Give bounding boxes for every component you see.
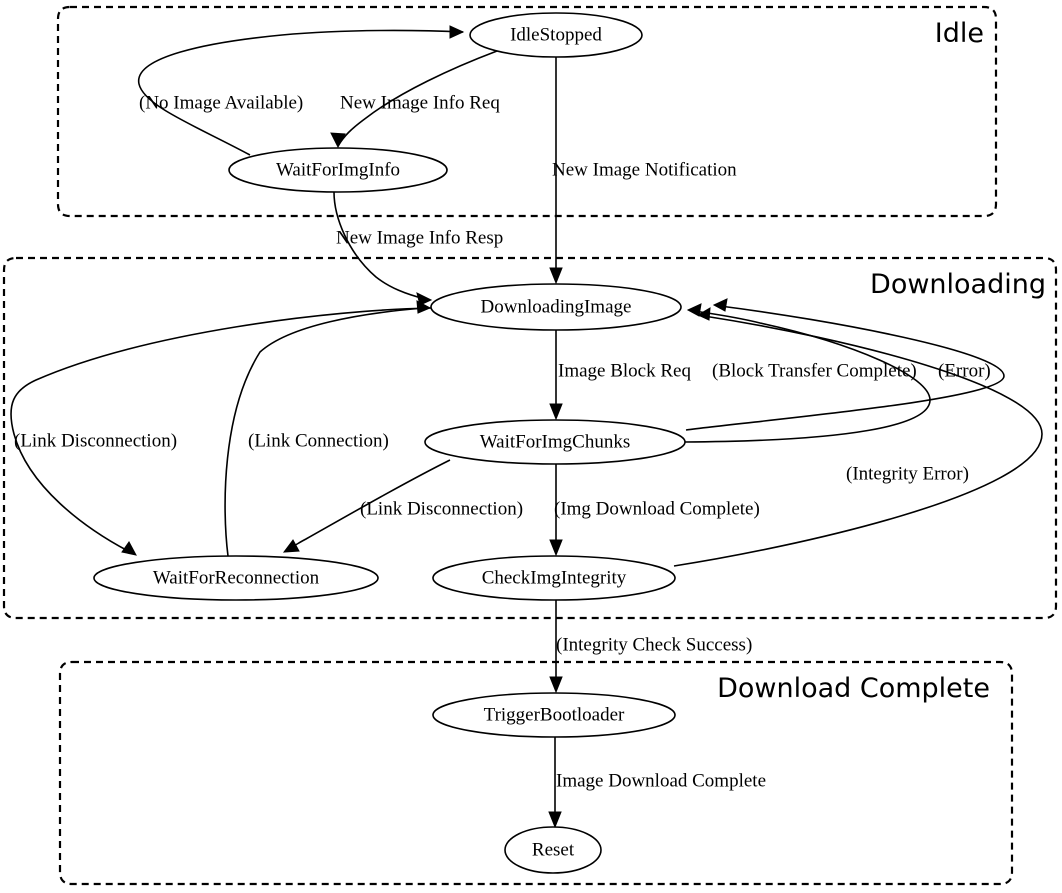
- node-checkimgintegrity-label: CheckImgIntegrity: [482, 567, 627, 588]
- node-waitforimgchunks-label: WaitForImgChunks: [480, 431, 630, 452]
- edge-block-transfer-complete-arrowhead: [686, 303, 702, 317]
- edge-link-connection-path: [224, 307, 425, 557]
- edge-error: (Error): [685, 298, 1005, 431]
- edge-image-block-req-label: Image Block Req: [558, 360, 691, 381]
- edge-img-download-complete-label: (Img Download Complete): [554, 498, 760, 519]
- node-waitforreconnection-ellipse[interactable]: [93, 555, 379, 601]
- edge-new-image-info-resp: New Image Info Resp: [333, 191, 503, 306]
- edge-img-download-complete: (Img Download Complete): [549, 464, 760, 557]
- cluster-download-complete-border: [58, 660, 1014, 886]
- node-checkimgintegrity-ellipse[interactable]: [432, 555, 676, 601]
- node-triggerbootloader-ellipse[interactable]: [432, 692, 676, 738]
- node-waitforimginfo[interactable]: WaitForImgInfo: [228, 147, 448, 193]
- edge-new-image-info-req-path: [337, 50, 498, 147]
- node-waitforimgchunks[interactable]: WaitForImgChunks: [424, 419, 686, 465]
- edge-block-transfer-complete: (Block Transfer Complete): [683, 303, 931, 443]
- edge-link-disconnection-downloading: (Link Disconnection): [10, 307, 432, 556]
- edge-new-image-notification: New Image Notification: [549, 57, 737, 285]
- edge-no-image-available: (No Image Available): [138, 25, 465, 156]
- cluster-idle: Idle: [56, 5, 998, 218]
- cluster-download-complete: Download Complete: [58, 660, 1014, 886]
- node-idlestopped-ellipse[interactable]: [469, 12, 643, 58]
- edge-new-image-info-req-arrowhead: [330, 132, 346, 149]
- edge-image-download-complete-arrowhead: [548, 811, 562, 829]
- edge-image-block-req-arrowhead: [549, 403, 563, 421]
- cluster-downloading-border: [2, 256, 1058, 620]
- node-waitforimginfo-ellipse[interactable]: [228, 147, 448, 193]
- edge-error-arrowhead: [712, 298, 728, 312]
- edge-img-download-complete-arrowhead: [549, 539, 563, 557]
- cluster-download-complete-label: Download Complete: [717, 673, 990, 704]
- edge-link-connection: (Link Connection): [224, 300, 432, 557]
- edge-no-image-available-label: (No Image Available): [139, 92, 303, 113]
- edge-integrity-error-label: (Integrity Error): [846, 463, 969, 484]
- edge-link-disconnection-downloading-label: (Link Disconnection): [14, 430, 177, 451]
- cluster-idle-label: Idle: [935, 18, 984, 49]
- edge-integrity-error: (Integrity Error): [673, 307, 1043, 567]
- edge-block-transfer-complete-path: [683, 310, 931, 443]
- node-checkimgintegrity[interactable]: CheckImgIntegrity: [432, 555, 676, 601]
- edge-link-connection-label: (Link Connection): [248, 430, 389, 451]
- edge-error-path: [685, 305, 1005, 431]
- edge-integrity-check-success-label: (Integrity Check Success): [556, 634, 752, 655]
- node-triggerbootloader[interactable]: TriggerBootloader: [432, 692, 676, 738]
- edge-no-image-available-path: [138, 29, 464, 156]
- edge-integrity-error-arrowhead: [696, 307, 711, 321]
- node-reset-label: Reset: [532, 839, 575, 860]
- edge-new-image-info-resp-path: [333, 191, 426, 300]
- node-reset[interactable]: Reset: [504, 826, 602, 874]
- node-idlestopped[interactable]: IdleStopped: [469, 12, 643, 58]
- edge-link-connection-arrowhead: [416, 300, 432, 314]
- edge-new-image-info-resp-label: New Image Info Resp: [336, 227, 503, 248]
- edge-image-download-complete: Image Download Complete: [548, 737, 766, 829]
- edge-image-download-complete-label: Image Download Complete: [556, 770, 766, 791]
- edge-new-image-info-req: New Image Info Req: [330, 50, 500, 149]
- node-waitforimgchunks-ellipse[interactable]: [424, 419, 686, 465]
- node-downloadingimage-label: DownloadingImage: [481, 296, 632, 317]
- node-reset-ellipse[interactable]: [504, 826, 602, 874]
- node-triggerbootloader-label: TriggerBootloader: [484, 704, 625, 725]
- edge-link-disconnection-chunks-label: (Link Disconnection): [360, 498, 523, 519]
- edge-new-image-info-resp-arrowhead: [416, 292, 433, 306]
- node-waitforimginfo-label: WaitForImgInfo: [276, 159, 400, 180]
- edge-new-image-notification-arrowhead: [549, 267, 563, 285]
- edge-link-disconnection-downloading-path: [10, 307, 432, 553]
- cluster-downloading-label: Downloading: [870, 269, 1046, 300]
- edge-no-image-available-arrowhead: [449, 25, 465, 39]
- edge-link-disconnection-chunks-path: [289, 459, 451, 549]
- node-waitforreconnection[interactable]: WaitForReconnection: [93, 555, 379, 601]
- edge-new-image-info-req-label: New Image Info Req: [340, 92, 500, 113]
- edge-integrity-error-path: [673, 315, 1043, 567]
- node-downloadingimage-ellipse[interactable]: [430, 283, 682, 331]
- edge-link-disconnection-downloading-arrowhead: [121, 541, 137, 556]
- cluster-idle-border: [56, 5, 998, 218]
- node-waitforreconnection-label: WaitForReconnection: [153, 567, 320, 588]
- edge-image-block-req: Image Block Req: [549, 330, 691, 421]
- edge-link-disconnection-chunks-arrowhead: [282, 539, 300, 553]
- edge-link-disconnection-chunks: (Link Disconnection): [282, 459, 523, 553]
- node-downloadingimage[interactable]: DownloadingImage: [430, 283, 682, 331]
- edge-new-image-notification-label: New Image Notification: [552, 159, 737, 180]
- edge-integrity-check-success: (Integrity Check Success): [549, 600, 752, 694]
- node-idlestopped-label: IdleStopped: [510, 24, 602, 45]
- edge-block-transfer-complete-label: (Block Transfer Complete): [712, 360, 917, 381]
- cluster-downloading: Downloading: [2, 256, 1058, 620]
- edge-integrity-check-success-arrowhead: [549, 676, 563, 694]
- edge-error-label: (Error): [938, 360, 991, 381]
